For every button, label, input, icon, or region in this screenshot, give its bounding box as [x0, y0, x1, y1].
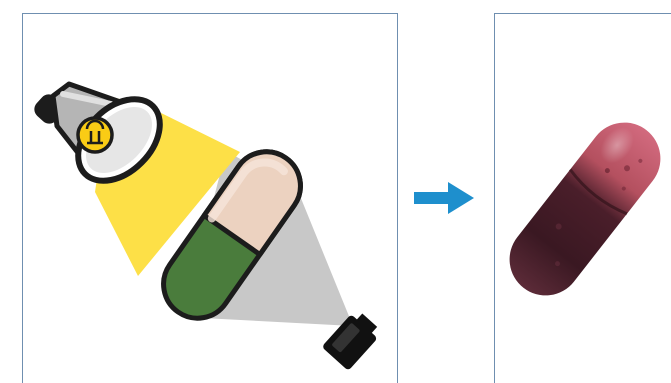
photo-capsule — [495, 108, 671, 310]
captured-image-panel — [494, 13, 671, 383]
setup-panel — [22, 13, 398, 383]
captured-capsule-photo — [495, 14, 671, 383]
bulb-icon — [78, 118, 112, 152]
setup-illustration — [23, 14, 398, 383]
arrow-right-icon — [410, 178, 478, 218]
